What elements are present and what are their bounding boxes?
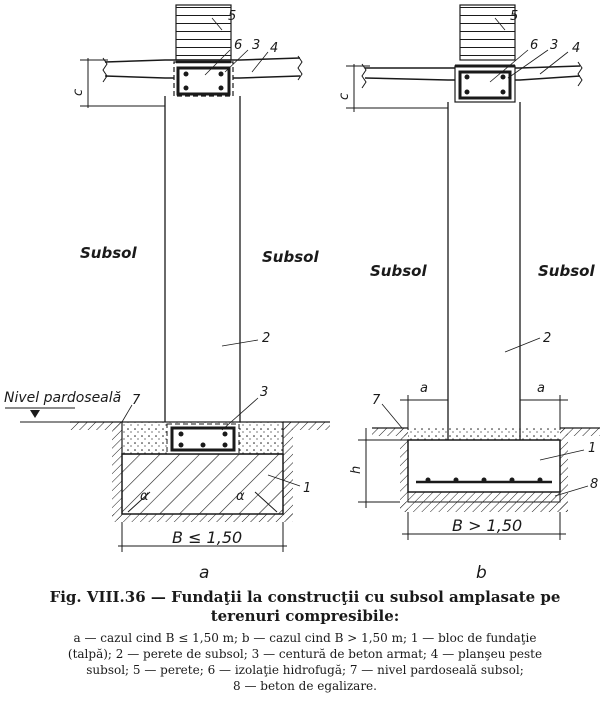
levelling-concrete-8-b (407, 491, 561, 503)
label-3-top-a: 3 (252, 38, 260, 53)
label-7-b: 7 (372, 393, 381, 408)
a-label-left-b: a (420, 381, 428, 396)
caption-legend-line-1: a — cazul cind B ≤ 1,50 m; b — cazul cin… (73, 631, 537, 645)
caption-legend-line-4: 8 — beton de egalizare. (233, 679, 377, 693)
label-4-a: 4 (270, 41, 278, 56)
alpha-left-a: α (140, 489, 149, 504)
label-3-b: 3 (550, 38, 558, 53)
label-1-a: 1 (303, 481, 311, 496)
label-4-b: 4 (572, 41, 580, 56)
width-label-a: B ≤ 1,50 (172, 528, 242, 547)
figure-caption-title: Fig. VIII.36 — Fundaţii la construcţii c… (20, 588, 590, 626)
c-label-a: c (71, 89, 86, 96)
width-label-b: B > 1,50 (452, 516, 522, 535)
wall-5-a (175, 4, 232, 61)
subfig-label-b: b (476, 563, 487, 583)
label-5-b: 5 (510, 9, 518, 24)
foundation-block-1-b (407, 439, 561, 493)
caption-title-line-1: Fig. VIII.36 — Fundaţii la construcţii c… (49, 588, 561, 606)
subfigure-b (346, 4, 600, 540)
subsol-left-b: Subsol (370, 262, 427, 280)
label-3-bottom-a: 3 (260, 385, 268, 400)
figure-caption-legend: a — cazul cind B ≤ 1,50 m; b — cazul cin… (20, 630, 590, 694)
h-label-b: h (349, 466, 364, 474)
subsol-right-a: Subsol (262, 248, 319, 266)
label-5-a: 5 (228, 9, 236, 24)
nivel-pardoseala-label: Nivel pardoseală (4, 390, 121, 406)
alpha-right-a: α (236, 489, 245, 504)
label-1-b: 1 (588, 441, 596, 456)
label-6-b: 6 (530, 38, 538, 53)
a-label-right-b: a (537, 381, 545, 396)
subsol-right-b: Subsol (538, 262, 595, 280)
label-7-a: 7 (132, 393, 141, 408)
wall-5-b (459, 4, 516, 61)
caption-title-line-2: terenuri compresibile: (210, 607, 400, 625)
caption-legend-line-2: (talpă); 2 — perete de subsol; 3 — centu… (67, 647, 543, 661)
label-6-a: 6 (234, 38, 242, 53)
c-label-b: c (337, 93, 352, 100)
figure-drawing: 5 6 3 4 2 3 1 7 c Subsol Subsol Nivel pa… (4, 4, 600, 583)
caption-legend-line-3: subsol; 5 — perete; 6 — izolaţie hidrofu… (86, 663, 524, 677)
label-8-b: 8 (590, 477, 598, 492)
label-2-b: 2 (543, 331, 551, 346)
subfigure-a (5, 4, 330, 552)
subsol-left-a: Subsol (80, 244, 137, 262)
label-2-a: 2 (262, 331, 270, 346)
foundation-block-1-a (121, 453, 284, 515)
subfig-label-a: a (199, 563, 209, 583)
